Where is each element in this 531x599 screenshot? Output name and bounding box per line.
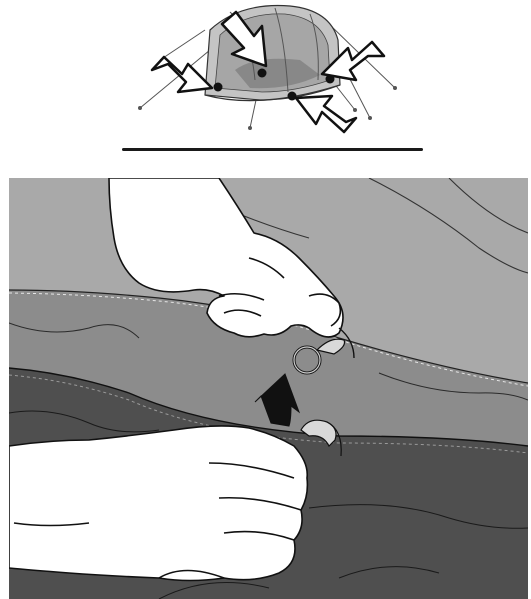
hooking-detail-panel: [9, 178, 528, 599]
lower-hand: [9, 426, 307, 581]
section-divider: [122, 148, 423, 151]
hooking-detail-illustration: [9, 178, 528, 599]
attachment-point-front: [288, 92, 297, 101]
attachment-point-left: [214, 83, 223, 92]
callout-arrow-left: [152, 57, 212, 92]
tent-overview-panel: [0, 0, 531, 170]
tent-overview-illustration: [0, 0, 531, 170]
callout-arrow-bottom: [296, 96, 356, 132]
attachment-point-top: [258, 69, 267, 78]
